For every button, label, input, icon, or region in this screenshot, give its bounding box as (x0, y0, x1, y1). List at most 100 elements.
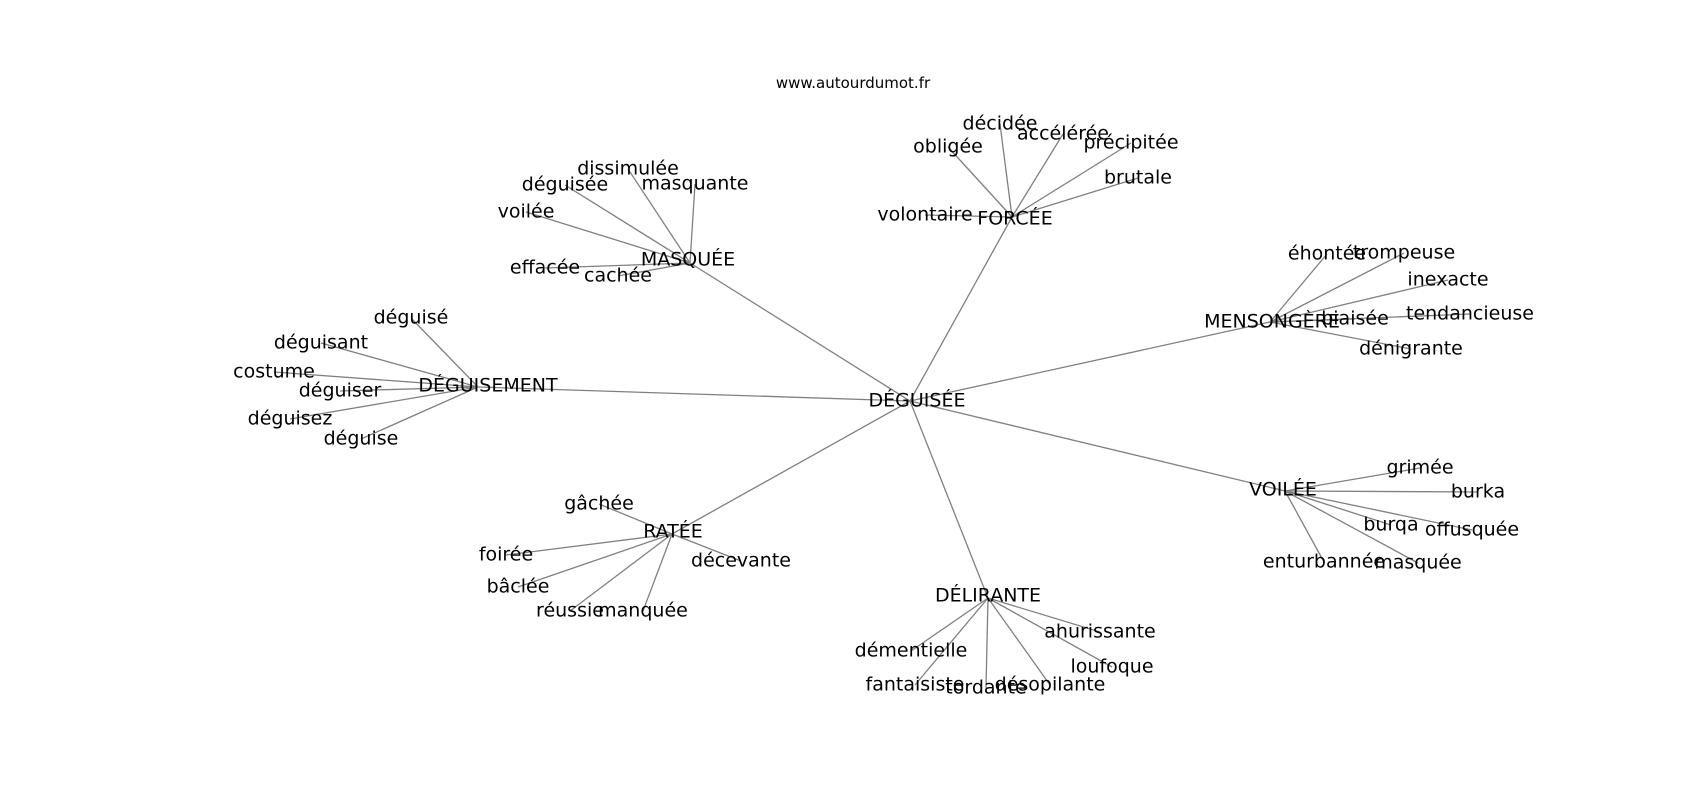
cluster-node: VOILÉE (1249, 478, 1317, 501)
leaf-node: déguisé (374, 307, 449, 329)
cluster-node: MASQUÉE (641, 248, 735, 271)
leaf-node: loufoque (1070, 656, 1153, 678)
leaf-edge (1269, 313, 1471, 323)
leaf-edge (1269, 279, 1449, 323)
center-node: DÉGUISÉE (869, 389, 966, 412)
leaf-edge (1011, 142, 1132, 218)
cluster-node: RATÉE (643, 520, 703, 543)
leaf-node: réussie (536, 600, 604, 622)
leaf-edge (910, 597, 989, 652)
leaf-node: décidée (963, 113, 1038, 135)
leaf-edge (517, 533, 673, 588)
leaf-node: offusquée (1425, 519, 1519, 541)
leaf-node: déguiser (299, 380, 382, 402)
leaf-node: démentielle (855, 640, 968, 662)
leaf-edge (1011, 177, 1139, 218)
leaf-node: tendancieuse (1406, 303, 1534, 325)
center-edge (477, 386, 911, 402)
leaf-edge (1284, 490, 1419, 564)
leaf-edge (627, 168, 691, 264)
leaf-node: déguisez (248, 408, 333, 430)
leaf-edge (410, 317, 479, 388)
leaf-node: grimée (1386, 457, 1453, 479)
leaf-edge (1284, 467, 1421, 492)
cluster-node: DÉGUISEMENT (418, 374, 558, 397)
leaf-edge (1284, 490, 1473, 531)
leaf-node: décevante (691, 550, 791, 572)
leaf-node: effacée (510, 257, 580, 279)
source-label: www.autourdumot.fr (776, 74, 931, 92)
leaf-edge (1284, 490, 1325, 563)
leaf-edge (273, 371, 479, 388)
leaf-edge (598, 503, 673, 535)
leaf-edge (924, 214, 1013, 218)
leaf-edge (289, 386, 479, 420)
leaf-edge (525, 211, 691, 264)
leaf-node: obligée (913, 136, 983, 158)
leaf-node: brutale (1104, 167, 1172, 189)
leaf-edge (320, 342, 479, 388)
leaf-node: burqa (1363, 514, 1418, 536)
center-edge (909, 216, 1013, 402)
leaf-node: désopilante (995, 674, 1106, 696)
leaf-node: gâchée (564, 493, 634, 515)
leaf-node: éhontée (1288, 243, 1366, 265)
leaf-node: biaisée (1321, 308, 1389, 330)
leaf-edge (339, 386, 479, 392)
leaf-node: précipitée (1083, 132, 1178, 154)
leaf-edge (987, 597, 1101, 633)
leaf-node: foirée (479, 544, 533, 566)
leaf-node: masquée (1374, 552, 1462, 574)
leaf-edge (1011, 133, 1064, 218)
leaf-edge (947, 146, 1013, 218)
center-edge (689, 262, 911, 402)
leaf-node: trompeuse (1353, 242, 1455, 264)
leaf-node: voilée (498, 201, 555, 223)
leaf-edge (360, 386, 479, 440)
cluster-node: MENSONGÈRE (1204, 310, 1340, 333)
leaf-edge (1269, 252, 1405, 323)
leaf-node: accélérée (1017, 123, 1109, 145)
leaf-edge (987, 597, 1051, 686)
leaf-node: masquante (642, 173, 749, 195)
leaf-node: inexacte (1407, 269, 1488, 291)
center-edge (909, 400, 1286, 492)
leaf-edge (1269, 253, 1328, 323)
leaf-node: tordante (945, 677, 1026, 699)
center-edge (671, 400, 911, 535)
leaf-edge (1269, 321, 1412, 350)
center-edge (909, 321, 1271, 402)
leaf-edge (1284, 490, 1479, 493)
leaf-edge (569, 533, 673, 612)
cluster-node: DÉLIRANTE (935, 584, 1041, 607)
leaf-node: burka (1451, 481, 1505, 503)
leaf-node: déguise (324, 428, 399, 450)
leaf-edge (617, 262, 691, 277)
leaf-edge (985, 597, 989, 689)
leaf-node: costume (233, 361, 315, 383)
leaf-node: dénigrante (1359, 338, 1463, 360)
leaf-node: déguisant (274, 332, 368, 354)
leaf-edge (564, 184, 691, 264)
leaf-node: dissimulée (577, 158, 679, 180)
leaf-node: volontaire (877, 204, 972, 226)
leaf-node: manquée (598, 600, 688, 622)
leaf-node: fantaisiste (866, 674, 965, 696)
leaf-edge (987, 597, 1113, 668)
leaf-node: enturbannée (1263, 551, 1385, 573)
leaf-edge (642, 533, 673, 612)
leaf-node: cachée (584, 265, 652, 287)
leaf-node: ahurissante (1044, 621, 1155, 643)
center-edge (909, 400, 989, 599)
leaf-edge (505, 533, 673, 556)
leaf-edge (914, 597, 989, 686)
leaf-edge (671, 533, 742, 562)
leaf-edge (689, 183, 696, 264)
leaf-edge (544, 262, 691, 269)
cluster-node: FORCÉE (977, 207, 1052, 230)
leaf-node: bâclée (487, 576, 550, 598)
leaf-edge (1284, 490, 1392, 526)
graph-edges (273, 123, 1479, 689)
leaf-edge (999, 123, 1013, 218)
